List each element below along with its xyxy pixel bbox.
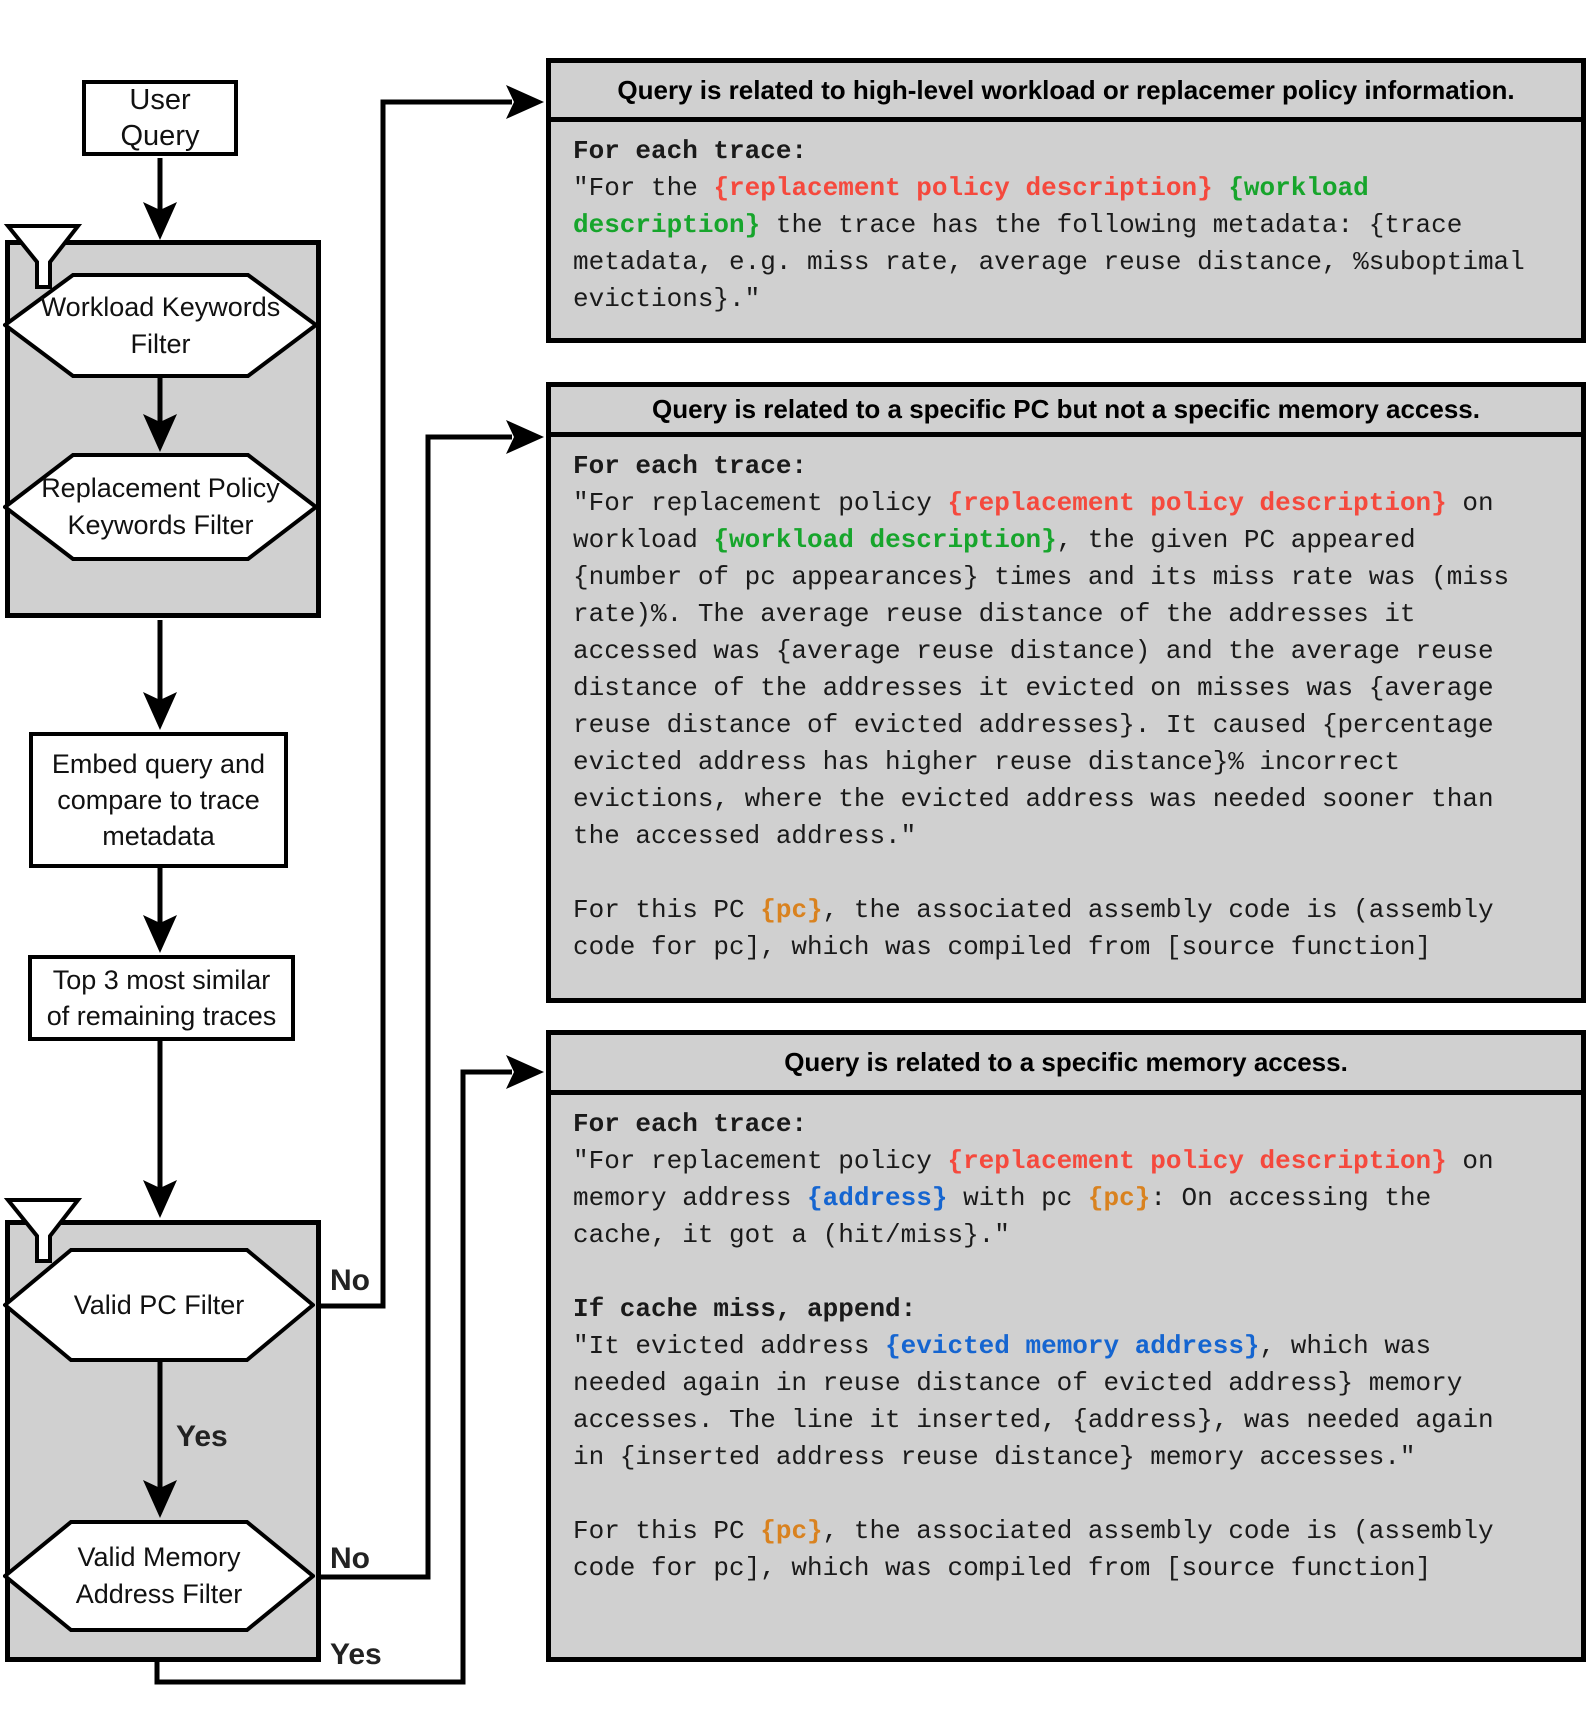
panel-title: Query is related to a specific PC but no…	[551, 387, 1581, 437]
panel-title: Query is related to a specific memory ac…	[551, 1035, 1581, 1095]
hexagon-replacement-policy-filter: Replacement Policy Keywords Filter	[3, 453, 318, 561]
hexagon-label: Replacement Policy Keywords Filter	[41, 473, 280, 540]
node-top3-similar: Top 3 most similar of remaining traces	[28, 955, 295, 1041]
hexagon-label: Workload Keywords Filter	[40, 291, 281, 359]
arrowhead-icon	[506, 420, 544, 454]
arrowhead-icon	[143, 202, 177, 240]
hexagon-shape	[3, 1248, 315, 1362]
panel-workload-info: Query is related to high-level workload …	[546, 58, 1586, 343]
edge-label-validpc-no: No	[330, 1264, 370, 1297]
edge-validpc-no-to-panel1	[316, 99, 512, 1309]
edge-label-validmem-no: No	[330, 1542, 370, 1575]
edge-validmem-no-to-panel2	[316, 434, 512, 1580]
panel-specific-memory-access: Query is related to a specific memory ac…	[546, 1030, 1586, 1662]
arrowhead-icon	[143, 692, 177, 730]
panel-specific-pc: Query is related to a specific PC but no…	[546, 382, 1586, 1003]
node-embed-query: Embed query and compare to trace metadat…	[29, 732, 288, 868]
routed-arrowheads	[506, 85, 544, 1089]
node-user-query: User Query	[82, 80, 238, 156]
hexagon-shape	[3, 453, 318, 561]
hexagon-label: Valid PC Filter	[73, 1289, 245, 1320]
edge-label-validmem-yes: Yes	[330, 1638, 382, 1671]
hexagon-workload-keywords-filter: Workload Keywords Filter	[3, 273, 318, 378]
arrowhead-icon	[143, 915, 177, 953]
hexagon-shape	[3, 1520, 315, 1632]
hexagon-shape	[3, 273, 318, 378]
panel-body: For each trace: "For replacement policy …	[573, 451, 1510, 962]
hexagon-valid-pc-filter: Valid PC Filter	[3, 1248, 315, 1362]
arrowhead-icon	[506, 1055, 544, 1089]
arrowhead-icon	[143, 1180, 177, 1218]
arrowhead-icon	[506, 85, 544, 119]
panel-body: For each trace: "For the {replacement po…	[573, 136, 1525, 314]
panel-body: For each trace: "For replacement policy …	[573, 1109, 1494, 1583]
hexagon-label: Valid Memory Address Filter	[75, 1542, 243, 1609]
hexagon-valid-memory-address-filter: Valid Memory Address Filter	[3, 1520, 315, 1632]
panel-title: Query is related to high-level workload …	[551, 63, 1581, 122]
edge-label-validpc-yes: Yes	[176, 1420, 228, 1453]
